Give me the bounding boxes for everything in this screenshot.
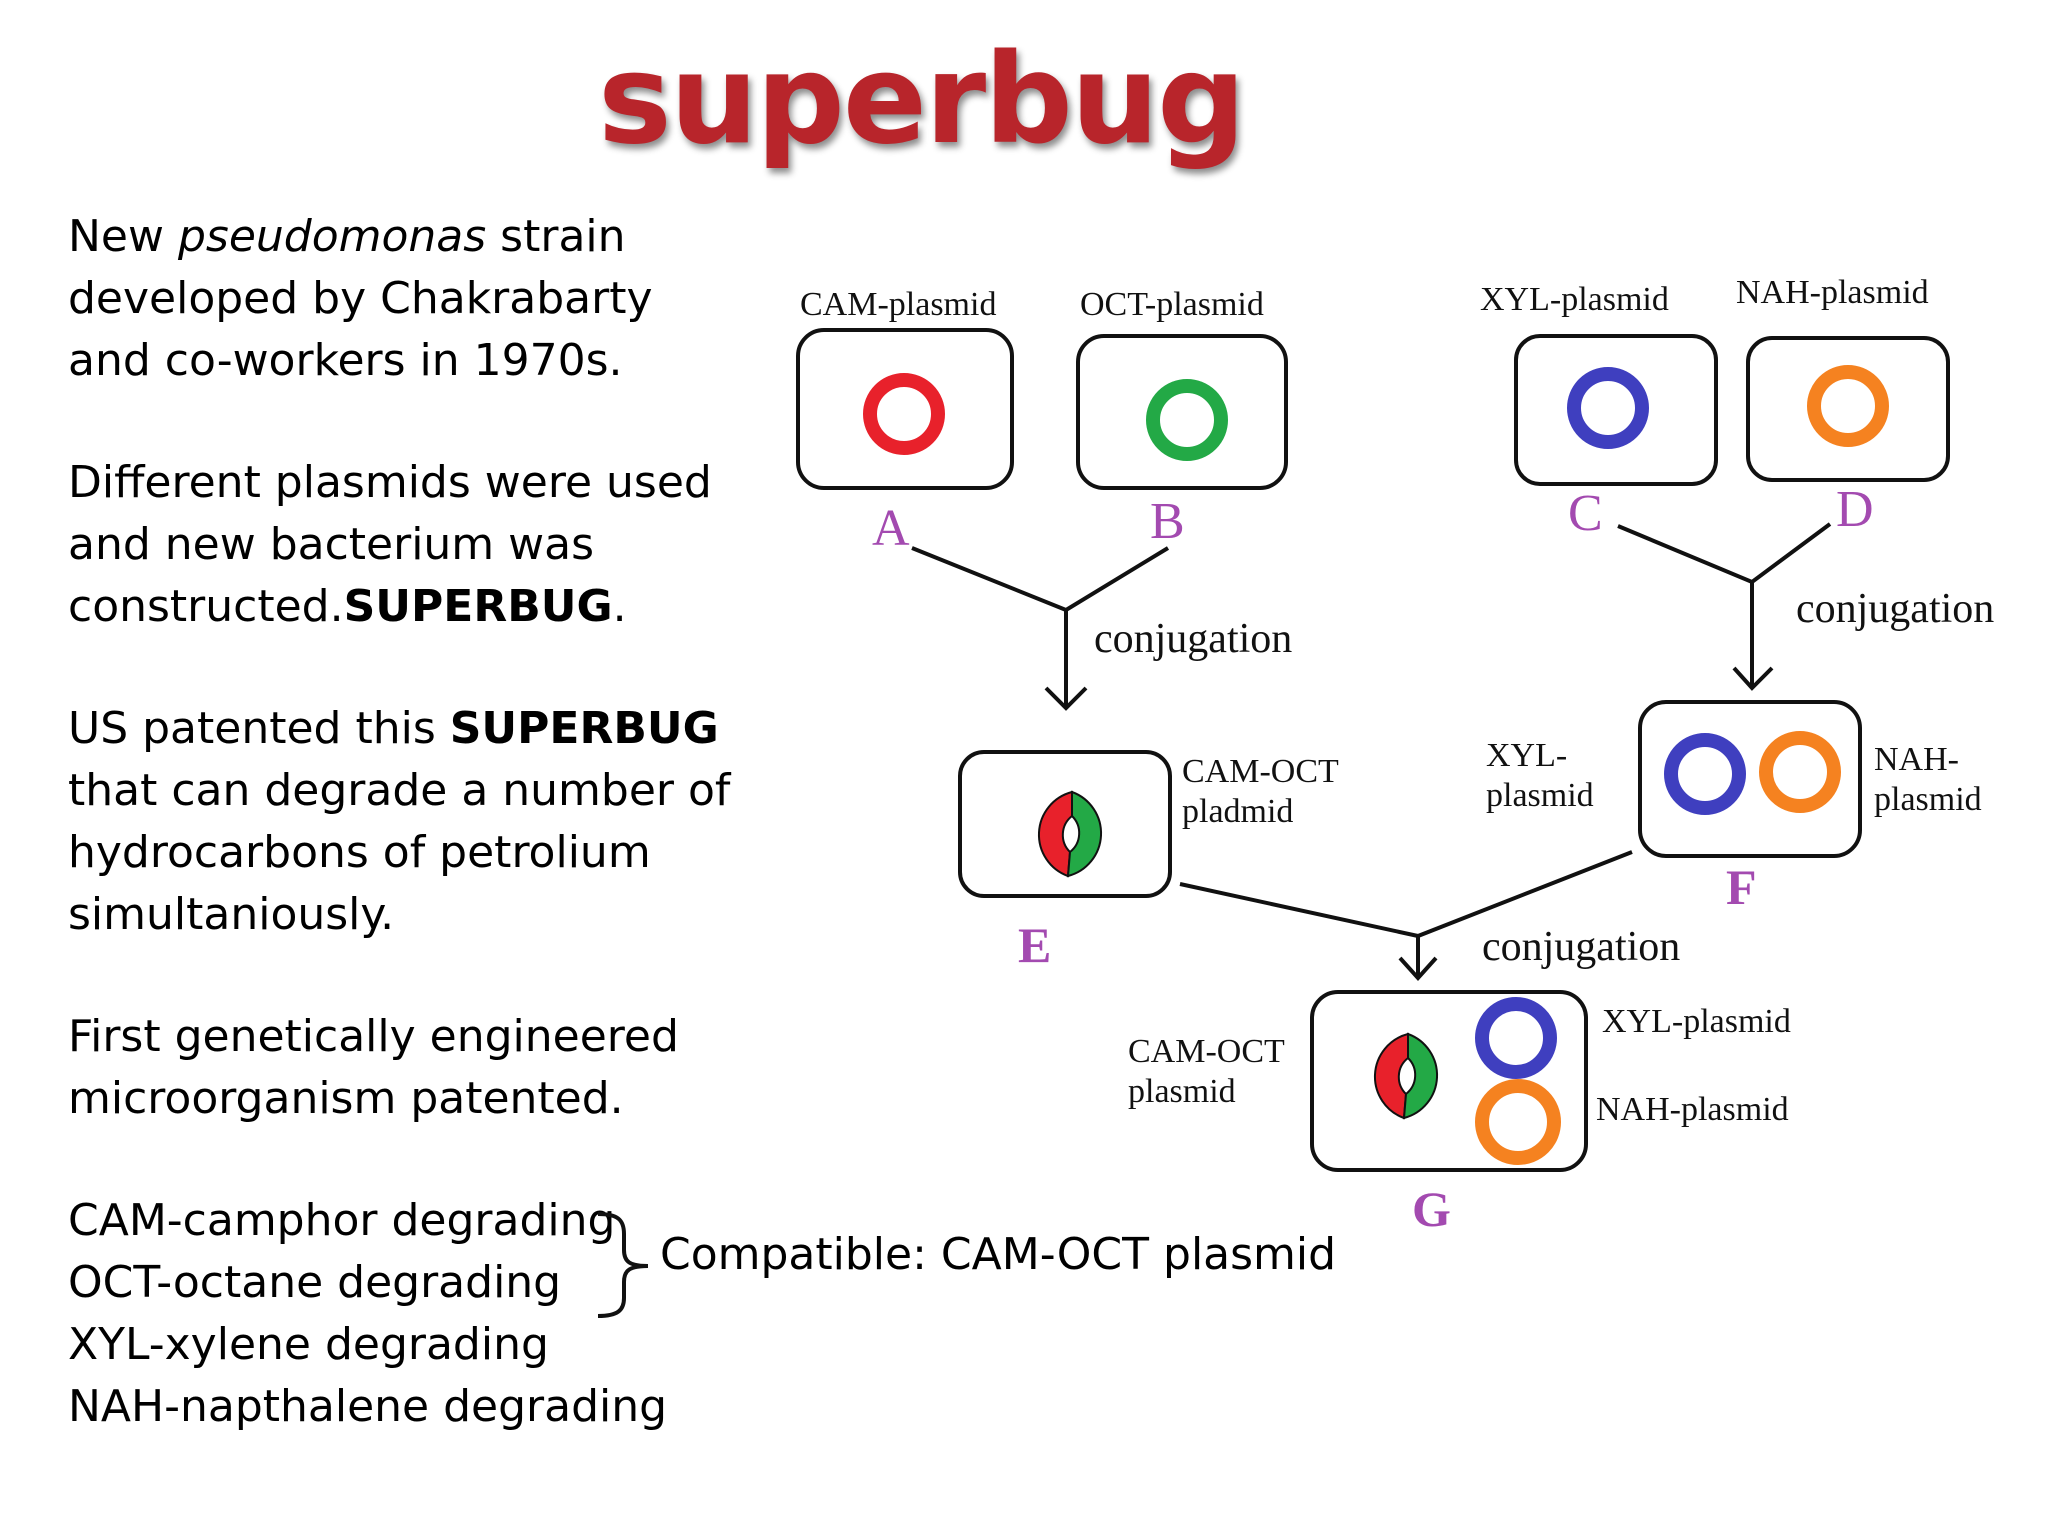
cell-g-left-label-line1: CAM-OCT [1128,1033,1285,1070]
first-line2: microorganism patented. [68,1073,624,1124]
conjugation-label-2: conjugation [1796,586,1994,632]
cell-g-body [1310,990,1588,1172]
cell-b-body [1076,334,1288,490]
cell-f-left-label-line2: plasmid [1486,777,1594,814]
patent-line1-bold: SUPERBUG [449,703,719,754]
cam-segment [1037,790,1073,878]
patent-line3: hydrocarbons of petrolium [68,827,651,878]
degrading-item-xyl: XYL-xylene degrading [68,1319,549,1370]
patent-line4: simultaniously. [68,889,395,940]
slide-title: superbug [598,28,1246,172]
cell-d: NAH-plasmid D [1736,274,1950,538]
g-nah-ring [1475,1079,1561,1165]
cell-e-label-line2: pladmid [1182,793,1293,830]
cell-c: XYL-plasmid C [1480,281,1718,542]
patent-line1-text: US patented this [68,703,450,754]
cell-a: CAM-plasmid A [796,286,1014,557]
intro-italic: pseudomonas [177,211,487,262]
connector-cd [1617,522,1832,585]
degrading-list: CAM-camphor degrading OCT-octane degradi… [68,1190,667,1438]
cell-f-right-label-line2: plasmid [1874,781,1982,818]
degrading-item-oct: OCT-octane degrading [68,1257,562,1308]
oct-segment [1066,790,1103,878]
cell-a-label: CAM-plasmid [800,286,996,323]
conjugation-label-3: conjugation [1482,924,1680,970]
plasmids-line2: and new bacterium was [68,519,595,570]
arrowhead-f-icon [1732,666,1774,691]
g-xyl-ring [1475,997,1557,1079]
cell-g-right-label-top: XYL-plasmid [1602,1003,1791,1040]
oct-plasmid-ring [1146,379,1228,461]
cell-d-letter: D [1836,481,1874,538]
patent-paragraph: US patented this SUPERBUG that can degra… [68,698,730,946]
f-nah-ring [1759,731,1841,813]
cell-c-label: XYL-plasmid [1480,281,1669,318]
cell-e-label-line1: CAM-OCT [1182,753,1339,790]
cell-b-letter: B [1150,493,1185,550]
cell-a-body [796,328,1014,490]
cam-plasmid-ring [863,373,945,455]
cell-d-body [1746,336,1950,482]
intro-line2: developed by Chakrabarty [68,273,653,324]
plasmids-line3-bold: SUPERBUG [343,581,613,632]
cell-b-label: OCT-plasmid [1080,286,1264,323]
cell-f-letter: F [1726,859,1757,915]
cell-c-body [1514,334,1718,486]
intro-before: New [68,211,178,262]
xyl-plasmid-ring [1567,367,1649,449]
degrading-item-nah: NAH-napthalene degrading [68,1381,668,1432]
cell-f: XYL- plasmid NAH- plasmid F [1486,700,1982,915]
patent-line2: that can degrade a number of [68,765,731,816]
conjugation-label-1: conjugation [1094,616,1292,662]
arrowhead-e-icon [1044,686,1088,711]
g-oct-segment [1402,1032,1439,1120]
compatible-note: Compatible: CAM-OCT plasmid [660,1229,1337,1280]
cell-e: CAM-OCT pladmid E [958,750,1339,973]
plasmids-line3-end: . [612,581,627,632]
plasmids-line1: Different plasmids were used [68,457,712,508]
cell-f-right-label-line1: NAH- [1874,741,1959,778]
plasmids-paragraph: Different plasmids were used and new bac… [68,452,712,638]
cell-g: CAM-OCT plasmid XYL-plasmid NAH-plasmid … [1128,990,1791,1237]
degrading-item-cam: CAM-camphor degrading [68,1195,616,1246]
cell-f-left-label-line1: XYL- [1486,737,1567,774]
g-cam-segment [1373,1032,1409,1120]
first-paragraph: First genetically engineered microorgani… [68,1006,679,1130]
intro-line3: and co-workers in 1970s. [68,335,623,386]
plasmids-line3-text: constructed. [68,581,344,632]
cell-a-letter: A [872,500,910,557]
intro-after: strain [486,211,626,262]
cell-g-right-label-bottom: NAH-plasmid [1596,1091,1789,1128]
arrowhead-g-icon [1398,956,1438,981]
cell-e-letter: E [1018,917,1051,973]
curly-brace-icon [597,1212,649,1318]
cell-c-letter: C [1568,485,1603,542]
cell-g-left-label-line2: plasmid [1128,1073,1236,1110]
cell-b: OCT-plasmid B [1076,286,1288,550]
cell-d-label: NAH-plasmid [1736,274,1929,311]
connector-ab [911,546,1170,613]
nah-plasmid-ring [1807,365,1889,447]
cell-g-letter: G [1412,1181,1451,1237]
first-line1: First genetically engineered [68,1011,679,1062]
f-xyl-ring [1664,733,1746,815]
intro-paragraph: New pseudomonas strain developed by Chak… [68,206,653,392]
